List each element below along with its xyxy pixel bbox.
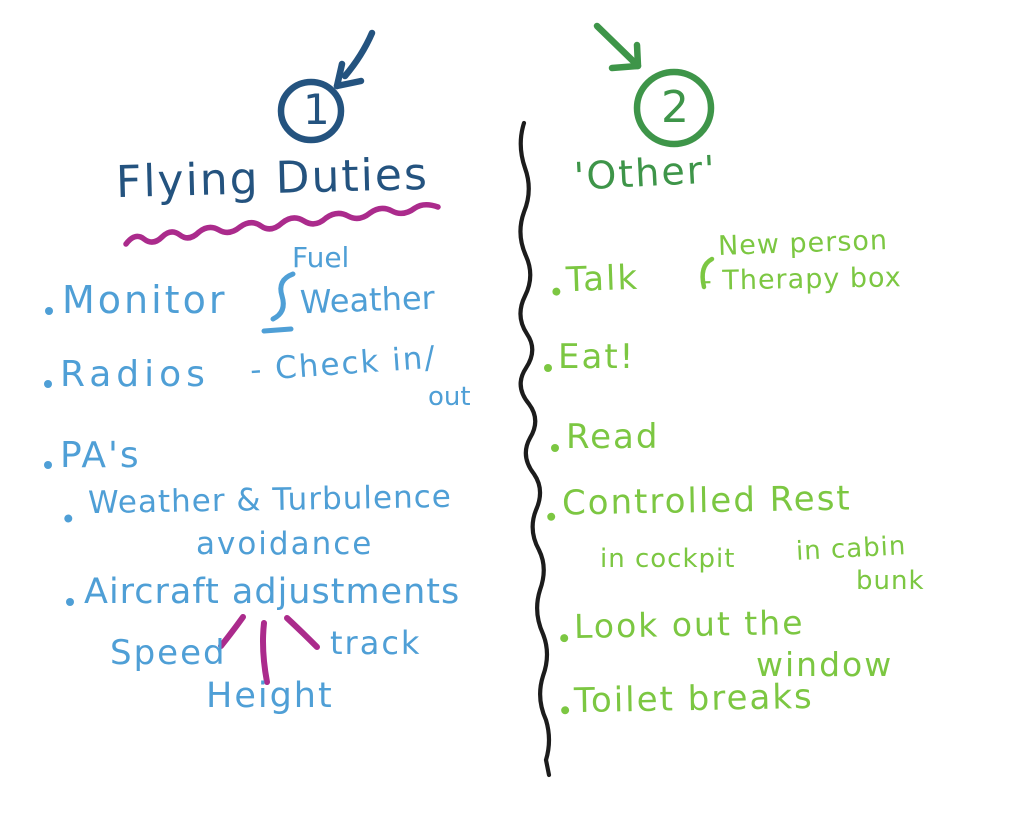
list-item-eat: Eat!	[544, 337, 636, 377]
bullet-dot	[64, 514, 73, 523]
radiating-connector-lines	[218, 614, 320, 685]
label-check-out: out	[428, 382, 471, 412]
list-item-weather-turbulence: Weather & Turbulence	[64, 478, 453, 523]
list-item-radios: Radios	[44, 354, 210, 395]
other-title: 'Other'	[572, 147, 718, 199]
bullet-dot	[44, 461, 52, 469]
list-item-label: Read	[566, 417, 660, 457]
label-new-person: New person	[717, 225, 889, 262]
list-item-label: Look out the	[573, 602, 805, 647]
list-item-label: Controlled Rest	[561, 478, 853, 524]
wavy-underline	[123, 202, 441, 247]
label-avoidance: avoidance	[196, 526, 374, 562]
label-in-cabin: in cabin	[795, 531, 908, 567]
circle-badge-2-icon	[633, 68, 715, 148]
column-divider-line	[518, 120, 552, 778]
arrow-down-right-icon	[593, 22, 642, 72]
list-item-label: Aircraft adjustments	[84, 572, 461, 612]
label-height: Height	[206, 676, 334, 716]
list-item-monitor: Monitor	[45, 278, 228, 322]
list-item-read: Read	[551, 417, 660, 457]
column-1-badge-number: 1	[303, 85, 330, 134]
list-item-look-out-window: Look out the	[560, 602, 805, 647]
list-item-label: Radios	[60, 354, 210, 395]
column-2-badge-number: 2	[661, 82, 689, 133]
list-item-label: Talk	[565, 257, 640, 301]
monitor-brace-icon	[261, 271, 296, 334]
label-speed: Speed	[110, 633, 227, 673]
talk-bracket-icon	[700, 256, 715, 290]
label-weather: Weather	[299, 278, 436, 322]
label-fuel: Fuel	[292, 241, 350, 274]
list-item-label: Eat!	[558, 337, 636, 377]
circle-badge-1-icon	[277, 78, 345, 144]
bullet-dot	[551, 444, 559, 452]
list-item-label: PA's	[60, 435, 141, 476]
label-bunk: bunk	[856, 566, 925, 596]
label-therapy-box: - Therapy box	[701, 262, 902, 297]
list-item-aircraft-adjustments: Aircraft adjustments	[66, 572, 461, 612]
bullet-dot	[544, 364, 552, 372]
bullet-dot	[44, 380, 52, 388]
label-in-cockpit: in cockpit	[600, 544, 736, 574]
list-item-label: Toilet breaks	[573, 676, 815, 722]
list-item-controlled-rest: Controlled Rest	[547, 478, 853, 524]
list-item-label: Weather & Turbulence	[87, 478, 453, 522]
flying-duties-title: Flying Duties	[115, 148, 430, 209]
list-item-toilet-breaks: Toilet breaks	[561, 676, 815, 722]
bullet-dot	[66, 598, 74, 606]
label-window: window	[756, 645, 894, 684]
list-item-talk: Talk	[552, 257, 640, 301]
label-track: track	[330, 624, 422, 662]
arrow-down-left-icon	[333, 29, 376, 90]
list-item-pas: PA's	[44, 435, 141, 476]
list-item-label: Monitor	[62, 278, 228, 322]
bullet-dot	[45, 307, 53, 315]
